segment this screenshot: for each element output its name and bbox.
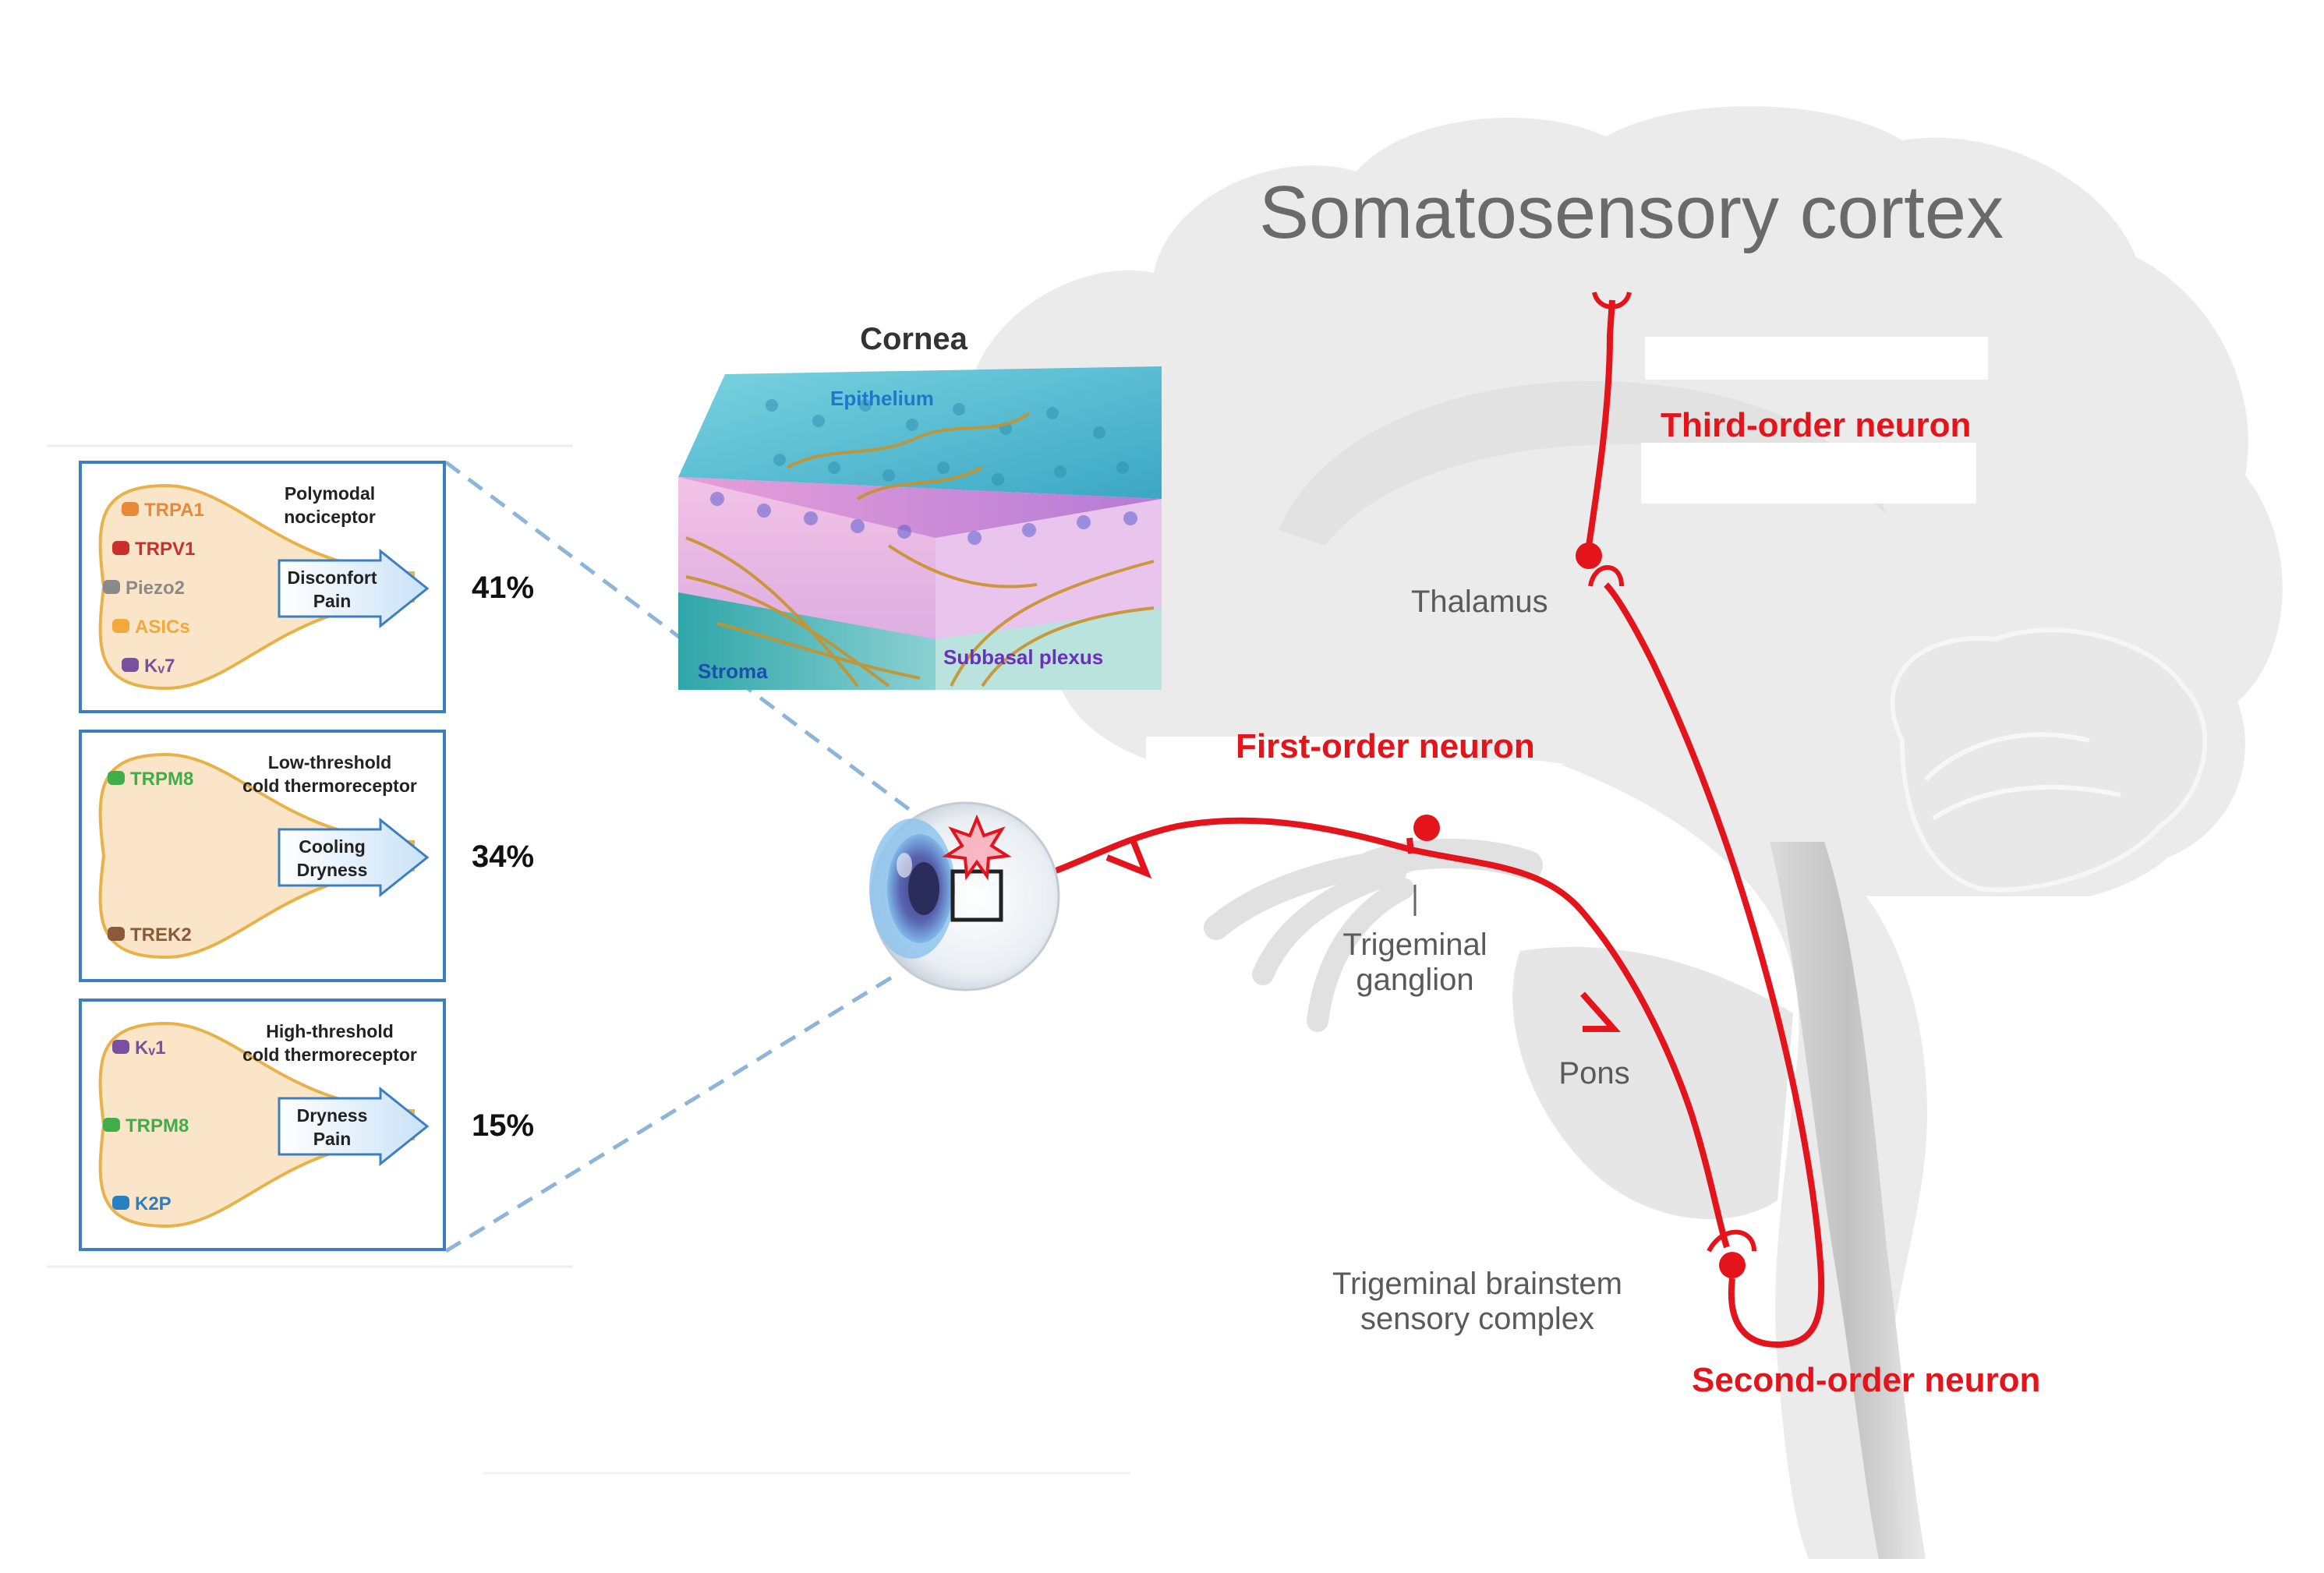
ion-channel-marker xyxy=(112,541,129,555)
label-mask-upper xyxy=(1645,337,1988,380)
epithelium-label: Epithelium xyxy=(830,387,934,410)
ion-channel-marker xyxy=(103,1118,120,1132)
first-order-neuron-axon xyxy=(1005,817,1730,1249)
ion-channel-marker xyxy=(112,1040,129,1054)
sensation-line1: Cooling xyxy=(299,836,366,857)
receptor-type-line1: Polymodal xyxy=(285,483,375,504)
ion-channel-label: TREK2 xyxy=(130,924,192,946)
cornea-title: Cornea xyxy=(860,322,968,356)
sensation-line2: Pain xyxy=(313,1129,352,1149)
ion-channel-label: K2P xyxy=(135,1193,172,1214)
receptor-type-line1: High-threshold xyxy=(266,1021,394,1041)
sensation-line1: Disconfort xyxy=(288,567,377,588)
synapse-thalamus xyxy=(1588,565,1624,587)
sensation-arrow xyxy=(278,1086,430,1167)
neuron-pathway xyxy=(1005,292,1825,1349)
cortex-title: Somatosensory cortex xyxy=(1259,171,2004,254)
receptor-type-line2: cold thermoreceptor xyxy=(242,1045,417,1065)
receptor-percentage: 41% xyxy=(472,571,534,605)
sensation-line1: Dryness xyxy=(297,1105,368,1126)
eyeball xyxy=(869,801,1060,992)
brain-silhouette xyxy=(929,106,2283,1559)
ion-channel-marker xyxy=(112,619,129,633)
sensation-line2: Pain xyxy=(313,591,352,611)
ion-channel-marker xyxy=(122,502,139,516)
label-mask-first-order xyxy=(1146,737,1473,779)
synapse-cortex xyxy=(1592,292,1632,309)
ganglion-label-line2: ganglion xyxy=(1356,963,1473,997)
first-order-neuron-label: First-order neuron xyxy=(1236,727,1535,765)
ganglion-soma xyxy=(1413,815,1440,841)
eye-zoom-box xyxy=(950,869,1003,922)
receptor-type-line2: cold thermoreceptor xyxy=(242,776,417,796)
ion-channel-marker xyxy=(112,1196,129,1210)
stroma-label: Stroma xyxy=(698,659,768,683)
ion-channel-marker xyxy=(108,927,125,941)
third-order-neuron-axon xyxy=(1586,299,1615,546)
sensation-arrow xyxy=(278,548,430,629)
ganglion-label-line1: Trigeminal xyxy=(1342,928,1487,962)
ion-channel-label: TRPA1 xyxy=(144,500,204,521)
brainstem-label-line2: sensory complex xyxy=(1360,1302,1594,1336)
ion-channel-label: Piezo2 xyxy=(126,578,185,599)
ion-channel-marker xyxy=(108,771,125,785)
third-order-neuron-label: Third-order neuron xyxy=(1661,406,1971,444)
ion-channel-label: Kᵥ1 xyxy=(135,1037,165,1059)
pons-label: Pons xyxy=(1558,1056,1629,1090)
receptor-cell-body xyxy=(98,752,415,960)
sensation-line2: Dryness xyxy=(297,860,368,880)
receptor-panel-2: Low-threshold cold thermoreceptorCoolingD… xyxy=(79,730,534,982)
direction-arrow-2 xyxy=(1580,992,1621,1032)
second-order-neuron-axon xyxy=(1604,582,1825,1349)
receptor-percentage: 34% xyxy=(472,840,534,874)
thalamus-label: Thalamus xyxy=(1411,585,1548,619)
cornea-inset: Cornea xyxy=(678,322,1162,690)
ion-channel-marker xyxy=(103,580,120,594)
stimulus-star xyxy=(942,814,1012,881)
ion-channel-label: ASICs xyxy=(135,617,190,638)
direction-arrow-1 xyxy=(1105,836,1152,879)
receptor-panel-3: High-threshold cold thermoreceptorDryness… xyxy=(79,999,534,1251)
ion-channel-label: TRPV1 xyxy=(135,539,195,560)
sensation-arrow xyxy=(278,817,430,898)
brainstem-label-line1: Trigeminal brainstem xyxy=(1332,1267,1622,1301)
synapse-second xyxy=(1707,1229,1756,1253)
second-order-soma xyxy=(1719,1252,1746,1278)
receptor-type-line1: Low-threshold xyxy=(268,752,391,772)
receptor-percentage: 15% xyxy=(472,1108,534,1143)
ion-channel-label: TRPM8 xyxy=(126,1115,189,1136)
second-order-neuron-label: Second-order neuron xyxy=(1692,1361,2040,1399)
label-mask-lower xyxy=(1641,443,1976,504)
receptor-type-line2: nociceptor xyxy=(284,507,376,527)
ion-channel-label: TRPM8 xyxy=(130,769,193,790)
ion-channel-marker xyxy=(122,658,139,672)
subbasal-plexus-label: Subbasal plexus xyxy=(943,645,1103,669)
thalamus-soma xyxy=(1576,543,1602,569)
ion-channel-label: Kᵥ7 xyxy=(144,656,175,677)
